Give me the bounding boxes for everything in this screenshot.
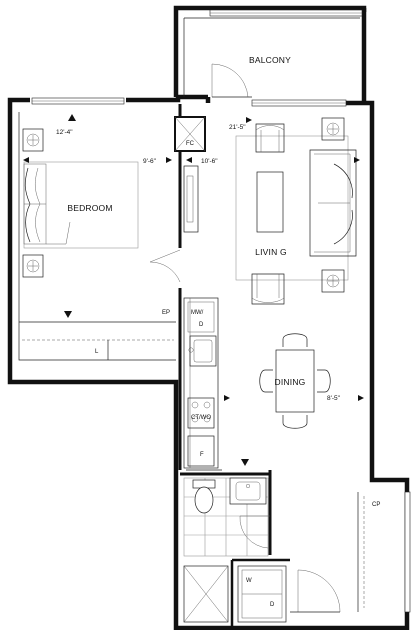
bathroom-door — [239, 515, 270, 549]
armchair-top — [255, 123, 285, 153]
living-lamp-bottom — [321, 269, 345, 293]
fridge-label: F — [200, 452, 204, 458]
armchair-bottom — [251, 273, 285, 305]
dimension-arrows — [23, 114, 364, 466]
nightstand-bottom — [22, 254, 44, 278]
exterior-walls — [7, 5, 410, 630]
fan-coil-unit — [174, 116, 206, 152]
living-width-dimension: 21'-5" — [229, 124, 246, 131]
dining-length-dimension: 8'-5" — [327, 395, 341, 402]
balcony-outline — [183, 17, 360, 97]
cooktop — [187, 397, 215, 429]
dishwasher-label: D — [199, 322, 204, 328]
kitchen-sink — [188, 335, 217, 367]
dryer-label: D — [270, 602, 275, 608]
closet-label: CP — [372, 502, 380, 508]
electrical-panel-label: EP — [162, 310, 170, 316]
microwave-dishwasher — [187, 301, 215, 333]
entry-door — [290, 569, 341, 613]
toilet — [192, 479, 216, 514]
kitchen-counter — [183, 297, 219, 469]
living-label: LIVIN G — [255, 247, 287, 257]
dining-chairs — [259, 333, 331, 429]
vanity — [229, 477, 267, 505]
bedroom-depth-dimension-2: 10'-6" — [201, 158, 218, 165]
microwave-label: MW/ — [191, 310, 204, 316]
linen-closet-label: L — [95, 349, 99, 355]
dining-table — [275, 349, 315, 413]
living-rug — [235, 135, 349, 281]
nightstand-top — [22, 128, 44, 152]
bedroom-depth-dimension: 9'-6" — [143, 158, 157, 165]
windows — [31, 9, 411, 613]
cooktop-label: CT/WO — [191, 415, 211, 421]
bedroom-dresser — [183, 165, 199, 233]
living-lamp-top — [321, 117, 345, 141]
fridge — [187, 435, 215, 467]
bedroom-door — [149, 249, 181, 283]
balcony-label: BALCONY — [249, 55, 291, 65]
washer-label: W — [246, 578, 252, 584]
bedroom-label: BEDROOM — [67, 203, 112, 213]
fan-coil-label: FC — [186, 141, 195, 147]
bed — [23, 161, 139, 249]
sofa — [309, 149, 357, 257]
dining-label: DINING — [275, 377, 306, 387]
balcony-door — [211, 63, 252, 98]
bedroom-width-dimension: 12'-4" — [56, 129, 73, 136]
laundry — [237, 565, 287, 623]
shower — [183, 565, 229, 623]
coffee-table — [256, 171, 284, 233]
